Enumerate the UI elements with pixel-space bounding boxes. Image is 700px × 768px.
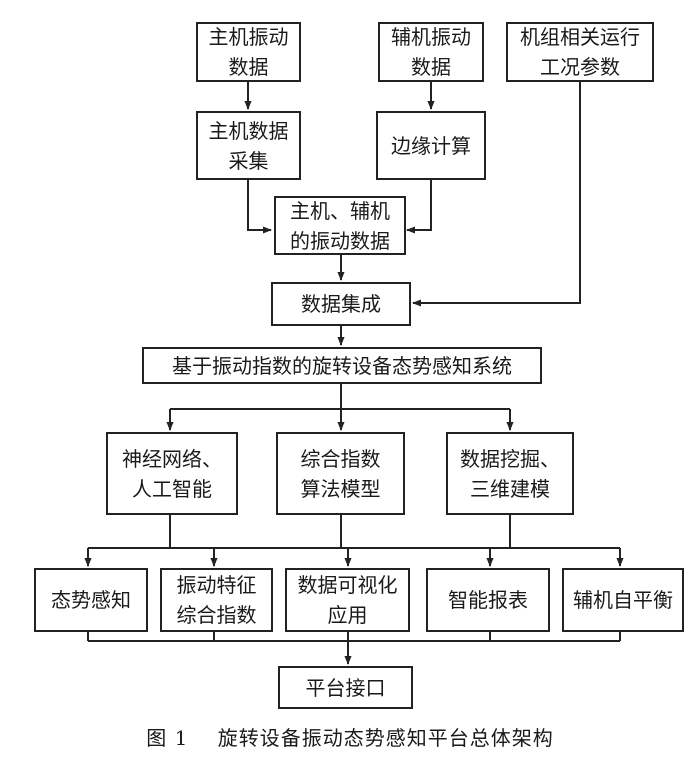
neural-ai-box: 神经网络、 人工智能 [106,432,238,515]
edge-computing-box: 边缘计算 [376,111,486,180]
platform-interface-box: 平台接口 [278,666,413,709]
awareness-system-box: 基于振动指数的旋转设备态势感知系统 [142,347,542,384]
aux-self-balance-box: 辅机自平衡 [562,568,684,632]
arrow-collection-to-merged [247,180,272,234]
vibration-feature-index-box: 振动特征 综合指数 [160,568,273,632]
unit-operating-params-box: 机组相关运行 工况参数 [506,22,654,82]
figure-number: 图 1 [146,726,189,750]
host-vibration-data-box: 主机振动 数据 [196,22,301,82]
aux-vibration-data-box: 辅机振动 数据 [378,22,484,82]
data-integration-box: 数据集成 [271,282,411,326]
situation-awareness-box: 态势感知 [34,568,148,632]
composite-index-model-box: 综合指数 算法模型 [276,432,405,515]
figure-caption: 图 1 旋转设备振动态势感知平台总体架构 [0,722,700,751]
figure-title: 旋转设备振动态势感知平台总体架构 [217,726,554,750]
data-visualization-box: 数据可视化 应用 [285,568,410,632]
data-mining-3d-box: 数据挖掘、 三维建模 [446,432,574,515]
host-data-collection-box: 主机数据 采集 [196,111,301,180]
host-aux-vibration-data-box: 主机、辅机 的振动数据 [274,196,406,255]
arrow-params-to-integration [412,82,581,307]
arrow-edge-to-merged [406,180,432,234]
smart-report-box: 智能报表 [426,568,550,632]
